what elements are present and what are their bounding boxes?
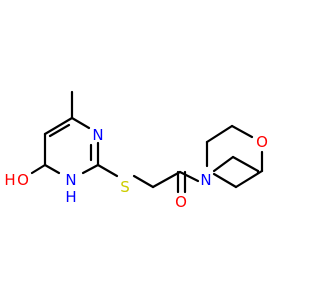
bond-c3-c4 xyxy=(205,124,234,144)
atom-morpholine-o: O xyxy=(256,133,268,151)
structure-diagram: N O H N H S N O O xyxy=(4,90,268,211)
bonds xyxy=(30,90,264,194)
bond-co-n xyxy=(178,170,200,183)
bond-ch2-co xyxy=(151,170,182,189)
atom-sulfur: S xyxy=(120,178,130,196)
bond-n3-c2 xyxy=(81,163,100,175)
bond-c5-c6 xyxy=(234,169,264,189)
bond-c4-o xyxy=(230,124,254,139)
bond-c6-n1 xyxy=(70,116,91,130)
bond-c6-c5 xyxy=(43,116,74,136)
bond-c6-n xyxy=(212,172,238,189)
atom-n3-h: H xyxy=(65,188,76,206)
atom-n3: N xyxy=(65,171,76,189)
bond-c6-c5-double xyxy=(48,123,71,138)
bond-s-ch2 xyxy=(132,174,155,189)
atom-morpholine-n: N xyxy=(200,171,211,189)
bond-c2-s xyxy=(96,163,119,178)
atom-hydroxyl-h: H xyxy=(4,171,15,189)
bond-n-c1 xyxy=(212,155,235,173)
bond-c4-o xyxy=(30,163,47,175)
bond-c1-c2 xyxy=(231,155,260,173)
atom-labels: N O H N H S N O O xyxy=(4,126,268,211)
atom-n1: N xyxy=(92,126,103,144)
atom-hydroxyl-o: O xyxy=(17,171,29,189)
atom-carbonyl-o: O xyxy=(175,193,187,211)
bond-c4-n3 xyxy=(43,163,61,175)
molecule-canvas: N O H N H S N O O xyxy=(4,90,268,211)
